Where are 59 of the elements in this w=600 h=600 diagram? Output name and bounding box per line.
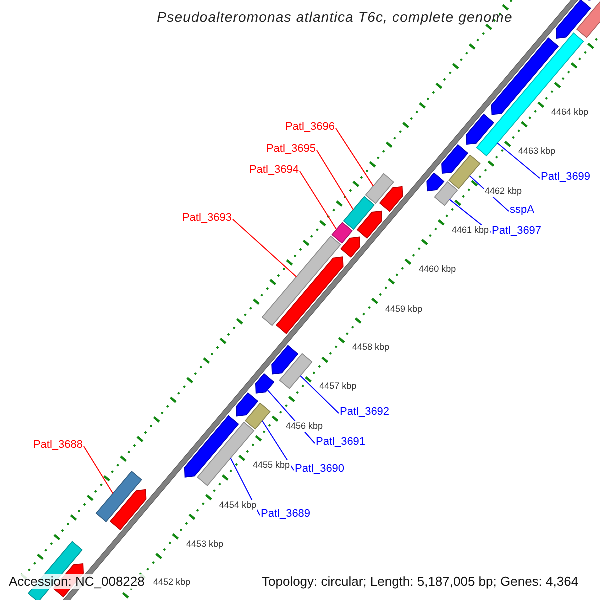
gene-segment [379, 186, 404, 212]
gene-segment [466, 114, 494, 146]
gene-segment [356, 210, 383, 239]
scale-label: 4459 kbp [384, 304, 424, 314]
gene-label: Patl_3691 [316, 436, 366, 449]
scale-label: 4462 kbp [484, 186, 523, 197]
leader-line [232, 219, 298, 278]
gene-bar [244, 402, 271, 430]
gene-label: Patl_3688 [33, 439, 83, 452]
gene-label: Patl_3689 [261, 508, 311, 521]
gene-bar [96, 470, 142, 522]
gene-label: Patl_3696 [285, 121, 335, 134]
gene-bar [279, 353, 313, 390]
title: Pseudoalteromonas atlantica T6c, complete genome [156, 9, 514, 25]
genome-summary: Topology: circular; Length: 5,187,005 bp; Genes: 4,364 [262, 574, 579, 589]
leader-line [497, 142, 540, 179]
leader-line [316, 150, 354, 210]
gene-label: Patl_3694 [249, 164, 299, 177]
scale-label: 4454 kbp [218, 500, 258, 511]
scale-label: 4463 kbp [518, 146, 557, 158]
gene-label: Patl_3699 [541, 171, 591, 184]
leader-line [84, 446, 114, 494]
scale-label: 4453 kbp [185, 538, 225, 550]
gene-bar [576, 0, 600, 38]
scale-label: 4461 kbp [450, 224, 490, 236]
gene-segment [255, 373, 275, 394]
leader-line [300, 375, 340, 414]
gene-bar [262, 236, 342, 326]
gene-segment [442, 144, 469, 174]
gene-bar [343, 196, 375, 230]
gene-segment [110, 489, 147, 530]
gene-label: Patl_3692 [340, 406, 390, 419]
gene-segment [236, 392, 259, 417]
gene-bar [365, 173, 394, 204]
gene-segment [426, 172, 445, 192]
gene-segment [276, 256, 344, 334]
leader-line [300, 171, 338, 230]
gene-segment [340, 236, 361, 258]
gene-segment [272, 345, 299, 375]
scale-label: 4455 kbp [252, 460, 292, 471]
gene-bar [448, 154, 481, 190]
gene-label: sspA [510, 204, 534, 217]
scale-label: 4452 kbp [152, 577, 192, 588]
gene-segment [184, 415, 240, 478]
scale-label: 4457 kbp [318, 381, 358, 392]
accession-note: Accession: NC_008228 [9, 574, 145, 589]
gene-label: Patl_3690 [295, 463, 345, 476]
gene-label: Patl_3695 [266, 143, 316, 156]
scale-label: 4458 kbp [352, 342, 391, 354]
gene-bar [332, 222, 354, 244]
gene-bar [197, 422, 255, 486]
scale-label: 4464 kbp [550, 107, 590, 118]
scale-label: 4460 kbp [418, 264, 458, 275]
gene-label: Patl_3697 [492, 225, 542, 238]
gene-bar [434, 181, 458, 206]
scale-label: 4456 kbp [284, 421, 324, 432]
gene-segment [556, 0, 592, 39]
leader-line [336, 128, 374, 187]
gene-label: Patl_3693 [182, 212, 232, 225]
